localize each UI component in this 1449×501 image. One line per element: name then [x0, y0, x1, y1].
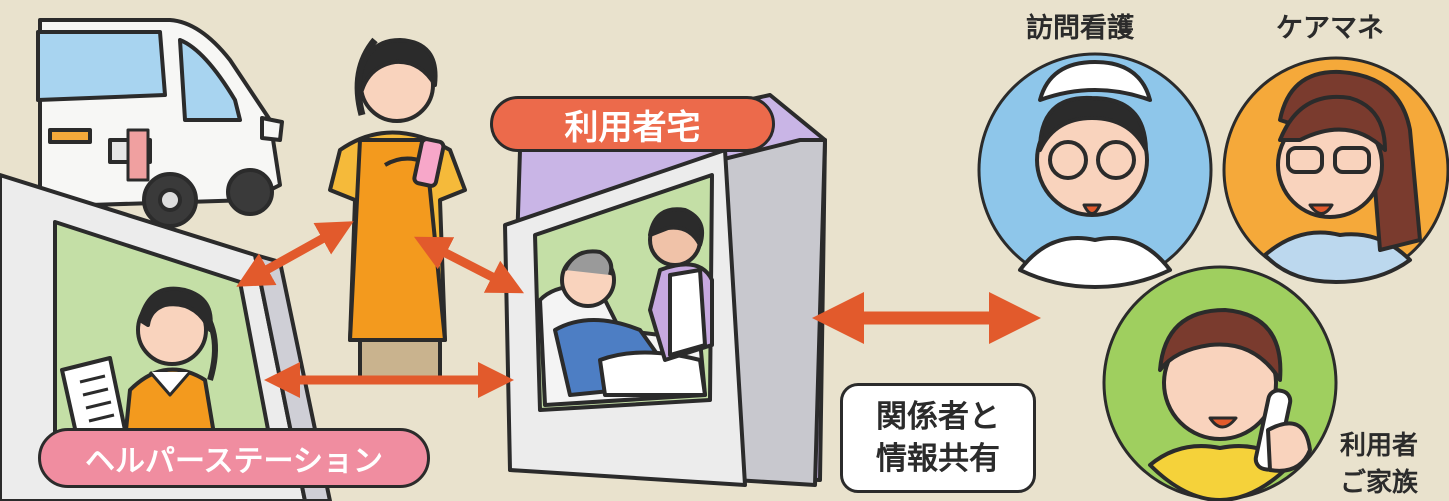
- caregiver-figure: [648, 207, 714, 362]
- share-info-line2: 情報共有: [876, 441, 1000, 477]
- caremanager-avatar: [1222, 56, 1449, 284]
- station-label: ヘルパーステーション: [38, 428, 430, 488]
- connection-arrows: [236, 221, 1041, 398]
- patient-in-bed-figure: [538, 249, 707, 407]
- nurse-label: 訪問看護: [1026, 13, 1134, 44]
- helper-figure: [328, 37, 467, 382]
- home-panel: [503, 93, 827, 487]
- family-label-line1: 利用者: [1340, 431, 1419, 461]
- station-panel: [0, 173, 332, 501]
- share-info-box: 関係者と 情報共有: [840, 383, 1036, 493]
- family-label-line2: ご家族: [1340, 468, 1419, 498]
- family-avatar: [1102, 265, 1338, 501]
- office-staff-figure: [123, 286, 218, 442]
- van-illustration: [36, 18, 284, 228]
- home-label: 利用者宅: [490, 96, 775, 152]
- share-info-line1: 関係者と: [876, 399, 1000, 435]
- nurse-avatar: [977, 52, 1213, 289]
- arrow-helper-home: [413, 236, 525, 294]
- caremanager-label: ケアマネ: [1276, 13, 1384, 44]
- arrow-station-helper: [236, 221, 354, 287]
